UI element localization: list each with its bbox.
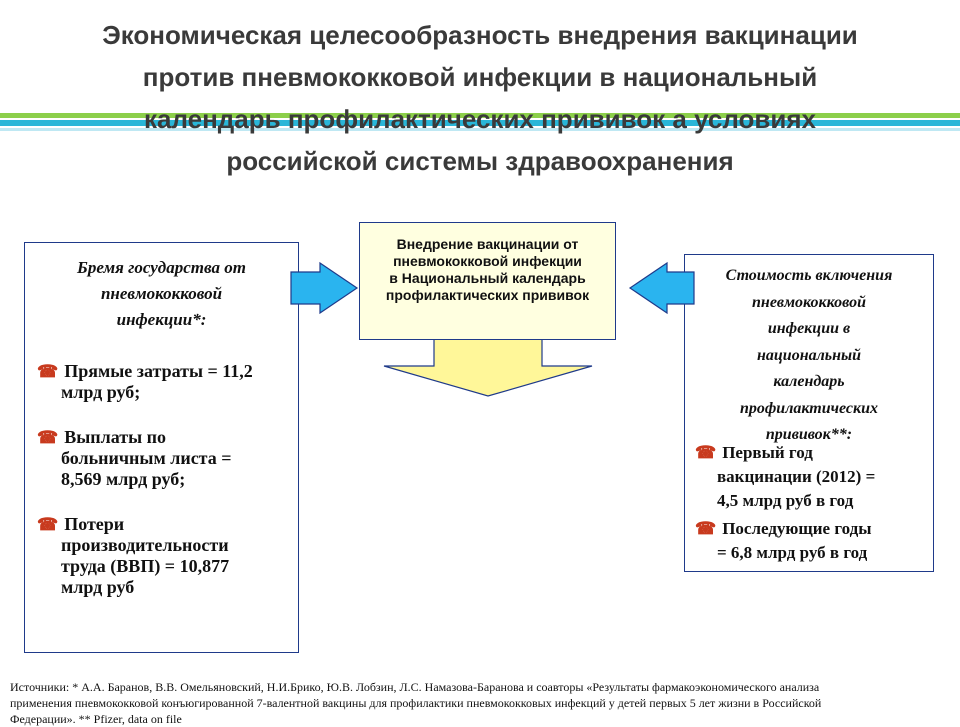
heading-line: Бремя государства от bbox=[77, 258, 246, 277]
phone-icon: ☎ bbox=[37, 362, 59, 381]
item-line: вакцинации (2012) = bbox=[717, 467, 876, 486]
heading-line: пневмококковой bbox=[100, 284, 223, 303]
title-line: календарь профилактических прививок а ус… bbox=[143, 104, 817, 134]
item-line: Последующие годы bbox=[722, 519, 872, 538]
item-line: Первый год bbox=[722, 443, 813, 462]
right-panel: Стоимость включения пневмококковой инфек… bbox=[684, 254, 934, 572]
heading-line: инфекции*: bbox=[116, 310, 207, 329]
heading-line: календарь bbox=[773, 373, 845, 390]
phone-icon: ☎ bbox=[37, 515, 59, 534]
center-line: пневмококковой инфекции bbox=[393, 253, 582, 269]
title-line: Экономическая целесообразность внедрения… bbox=[102, 20, 858, 50]
right-item-first-year: ☎ Первый год вакцинации (2012) = 4,5 млрд… bbox=[695, 441, 931, 513]
phone-icon: ☎ bbox=[695, 519, 717, 538]
title-line: российской системы здравоохранения bbox=[226, 146, 734, 176]
item-line: производительности bbox=[61, 535, 229, 555]
title-line: против пневмококковой инфекции в национа… bbox=[142, 62, 818, 92]
left-item-direct-costs: ☎ Прямые затраты = 11,2 млрд руб; bbox=[37, 361, 299, 403]
item-line: труда (ВВП) = 10,877 bbox=[61, 556, 230, 576]
down-arrow-shape bbox=[383, 335, 593, 397]
phone-icon: ☎ bbox=[37, 428, 59, 447]
center-line: Внедрение вакцинации от bbox=[396, 236, 579, 252]
item-line: млрд руб bbox=[61, 577, 135, 597]
item-line: = 6,8 млрд руб в год bbox=[717, 543, 868, 562]
right-panel-heading: Стоимость включения пневмококковой инфек… bbox=[685, 263, 933, 449]
heading-line: инфекции в bbox=[767, 320, 851, 337]
item-line: 8,569 млрд руб; bbox=[61, 469, 186, 489]
heading-line: прививок**: bbox=[765, 426, 853, 443]
heading-line: национальный bbox=[757, 346, 861, 364]
stripe-cyan bbox=[0, 120, 960, 126]
sources-line: Федерации». ** Pfizer, data on file bbox=[10, 712, 182, 726]
sources-line: применения пневмококковой конъюгированно… bbox=[10, 696, 822, 710]
item-line: Потери bbox=[64, 514, 125, 534]
heading-line: Стоимость включения bbox=[725, 267, 893, 284]
left-item-productivity-loss: ☎ Потери производительности труда (ВВП) =… bbox=[37, 514, 299, 598]
left-panel-heading: Бремя государства от пневмококковой инфе… bbox=[25, 255, 298, 333]
item-line: больничным листа = bbox=[61, 448, 232, 468]
left-panel: Бремя государства от пневмококковой инфе… bbox=[24, 242, 299, 653]
heading-line: профилактических bbox=[739, 399, 879, 417]
item-line: млрд руб; bbox=[61, 382, 141, 402]
right-item-subsequent-years: ☎ Последующие годы = 6,8 млрд руб в год bbox=[695, 517, 931, 565]
heading-line: пневмококковой bbox=[752, 293, 866, 311]
stripe-light bbox=[0, 128, 960, 131]
slide-title: Экономическая целесообразность внедрения… bbox=[40, 14, 920, 182]
item-line: 4,5 млрд руб в год bbox=[717, 491, 854, 510]
left-item-sick-leave: ☎ Выплаты по больничным листа = 8,569 млр… bbox=[37, 427, 299, 490]
item-line: Прямые затраты = 11,2 bbox=[64, 361, 253, 381]
center-box: Внедрение вакцинации от пневмококковой и… bbox=[359, 222, 616, 340]
center-line: профилактических прививок bbox=[385, 287, 590, 303]
stripe-green bbox=[0, 113, 960, 118]
center-line: в Национальный календарь bbox=[389, 270, 586, 286]
sources-line: Источники: * А.А. Баранов, В.В. Омельяно… bbox=[10, 680, 820, 694]
item-line: Выплаты по bbox=[64, 427, 167, 447]
phone-icon: ☎ bbox=[695, 443, 717, 462]
